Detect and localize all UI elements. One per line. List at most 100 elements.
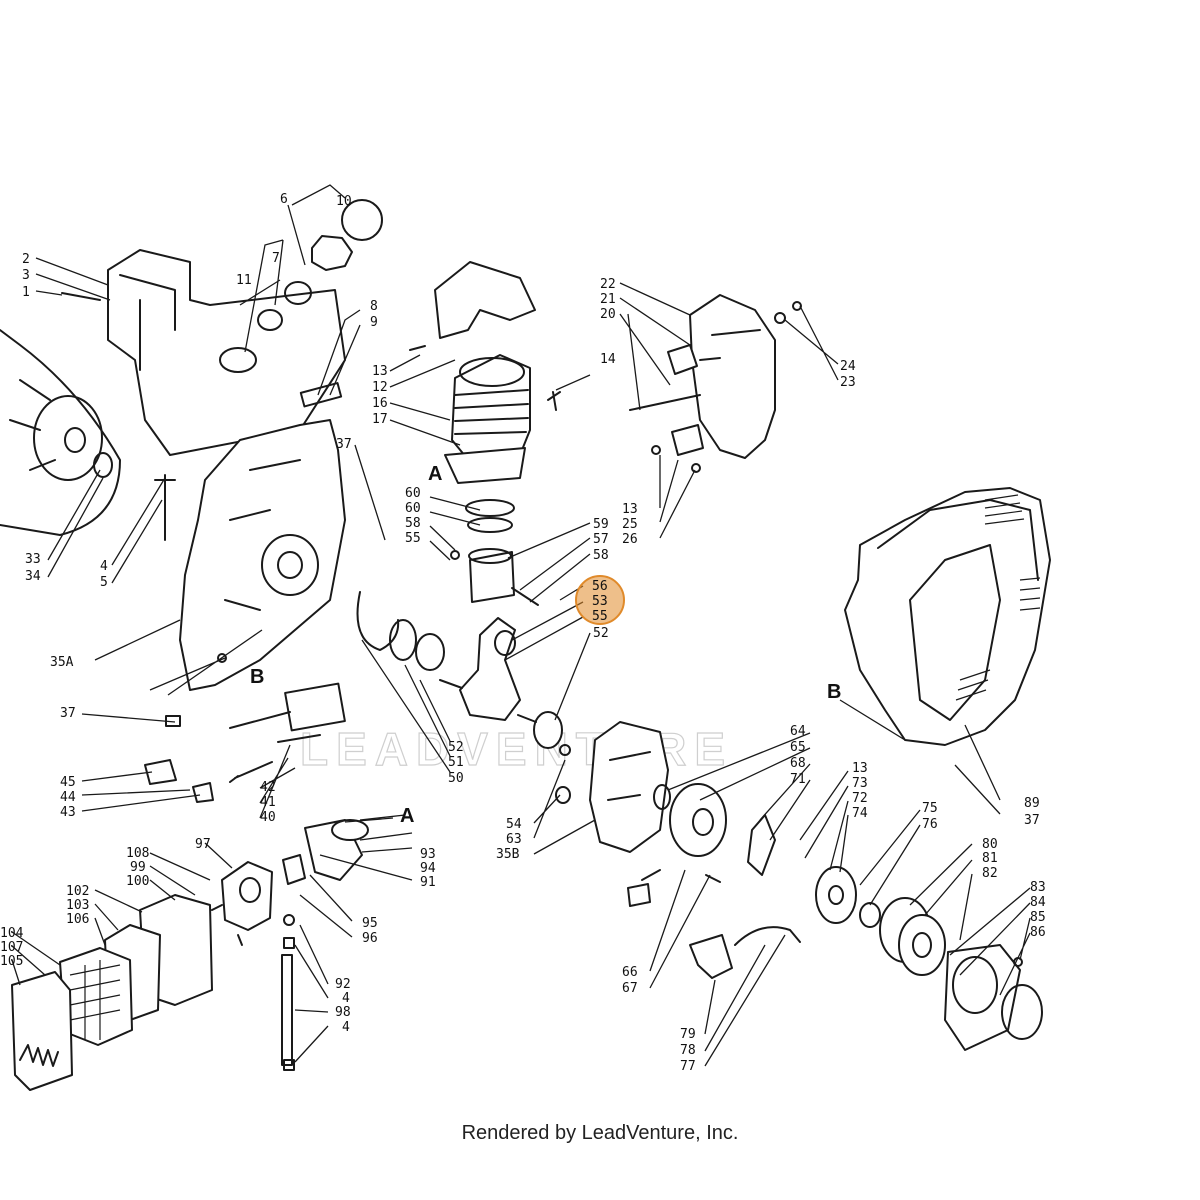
callout-95: 95 — [362, 916, 378, 931]
callout-98: 98 — [335, 1005, 351, 1020]
callout-4: 4 — [100, 559, 108, 574]
callout-60: 60 — [405, 486, 421, 501]
callout-51: 51 — [448, 755, 464, 770]
muffler — [629, 294, 802, 473]
callout-68: 68 — [790, 756, 806, 771]
callout-5: 5 — [100, 575, 108, 590]
callout-93: 93 — [420, 847, 436, 862]
piston — [450, 548, 539, 606]
callout-65: 65 — [790, 740, 806, 755]
ref-label-B: B — [250, 666, 264, 688]
cylinder — [409, 345, 561, 484]
callout-37: 37 — [60, 706, 76, 721]
callout-107: 107 — [0, 940, 23, 955]
callout-82: 82 — [982, 866, 998, 881]
callout-63: 63 — [506, 832, 522, 847]
callout-85: 85 — [1030, 910, 1046, 925]
callout-67: 67 — [622, 981, 638, 996]
callout-92: 92 — [335, 977, 351, 992]
piston-rings — [465, 499, 515, 533]
callout-99: 99 — [130, 860, 146, 875]
callout-13: 13 — [372, 364, 388, 379]
callout-23: 23 — [840, 375, 856, 390]
callout-58: 58 — [593, 548, 609, 563]
callout-12: 12 — [372, 380, 388, 395]
callout-84: 84 — [1030, 895, 1046, 910]
callout-81: 81 — [982, 851, 998, 866]
crankshaft — [356, 591, 563, 749]
callout-37: 37 — [1024, 813, 1040, 828]
callout-22: 22 — [600, 277, 616, 292]
callout-4: 4 — [342, 1020, 350, 1035]
callout-79: 79 — [680, 1027, 696, 1042]
callout-74: 74 — [852, 806, 868, 821]
callout-13: 13 — [852, 761, 868, 776]
callout-73: 73 — [852, 776, 868, 791]
callout-24: 24 — [840, 359, 856, 374]
callout-89: 89 — [1024, 796, 1040, 811]
callout-55: 55 — [592, 609, 608, 624]
callout-53: 53 — [592, 594, 608, 609]
callout-50: 50 — [448, 771, 464, 786]
callout-4: 4 — [342, 991, 350, 1006]
callout-10: 10 — [336, 194, 352, 209]
callout-71: 71 — [790, 772, 806, 787]
callout-17: 17 — [372, 412, 388, 427]
callout-80: 80 — [982, 837, 998, 852]
leader-lines — [11, 184, 1031, 1067]
callout-76: 76 — [922, 817, 938, 832]
callout-75: 75 — [922, 801, 938, 816]
flywheel — [0, 329, 121, 536]
callout-52: 52 — [593, 626, 609, 641]
callout-44: 44 — [60, 790, 76, 805]
callout-1: 1 — [22, 285, 30, 300]
ref-label-A: A — [400, 805, 414, 827]
callout-42: 42 — [260, 780, 276, 795]
callout-94: 94 — [420, 861, 436, 876]
engine-back-plate — [179, 419, 346, 691]
callout-52: 52 — [448, 740, 464, 755]
callout-37: 37 — [336, 437, 352, 452]
callout-34: 34 — [25, 569, 41, 584]
callout-97: 97 — [195, 837, 211, 852]
callout-105: 105 — [0, 954, 23, 969]
callout-8: 8 — [370, 299, 378, 314]
ignition-coil — [144, 682, 346, 803]
callout-35A: 35A — [50, 655, 74, 670]
ref-label-B: B — [827, 681, 841, 703]
callout-57: 57 — [593, 532, 609, 547]
callout-14: 14 — [600, 352, 616, 367]
callout-96: 96 — [362, 931, 378, 946]
ignition-module — [627, 869, 801, 979]
callout-55: 55 — [405, 531, 421, 546]
engine-shroud — [844, 487, 1051, 746]
callout-21: 21 — [600, 292, 616, 307]
callout-33: 33 — [25, 552, 41, 567]
callout-35B: 35B — [496, 847, 520, 862]
clutch-starter-assembly — [669, 783, 1043, 1051]
carburetor — [211, 819, 369, 946]
callout-2: 2 — [22, 252, 30, 267]
callout-91: 91 — [420, 875, 436, 890]
callout-25: 25 — [622, 517, 638, 532]
callout-41: 41 — [260, 795, 276, 810]
callout-102: 102 — [66, 884, 89, 899]
callout-77: 77 — [680, 1059, 696, 1074]
callout-108: 108 — [126, 846, 149, 861]
callout-6: 6 — [280, 192, 288, 207]
callout-100: 100 — [126, 874, 149, 889]
callout-56: 56 — [592, 579, 608, 594]
callout-43: 43 — [60, 805, 76, 820]
crankcase — [555, 721, 671, 853]
callout-78: 78 — [680, 1043, 696, 1058]
callout-64: 64 — [790, 724, 806, 739]
callout-20: 20 — [600, 307, 616, 322]
air-filter — [11, 894, 213, 1091]
callout-16: 16 — [372, 396, 388, 411]
callout-104: 104 — [0, 926, 24, 941]
callout-58: 58 — [405, 516, 421, 531]
highlight-marker — [575, 575, 625, 625]
callout-7: 7 — [272, 251, 280, 266]
callout-59: 59 — [593, 517, 609, 532]
